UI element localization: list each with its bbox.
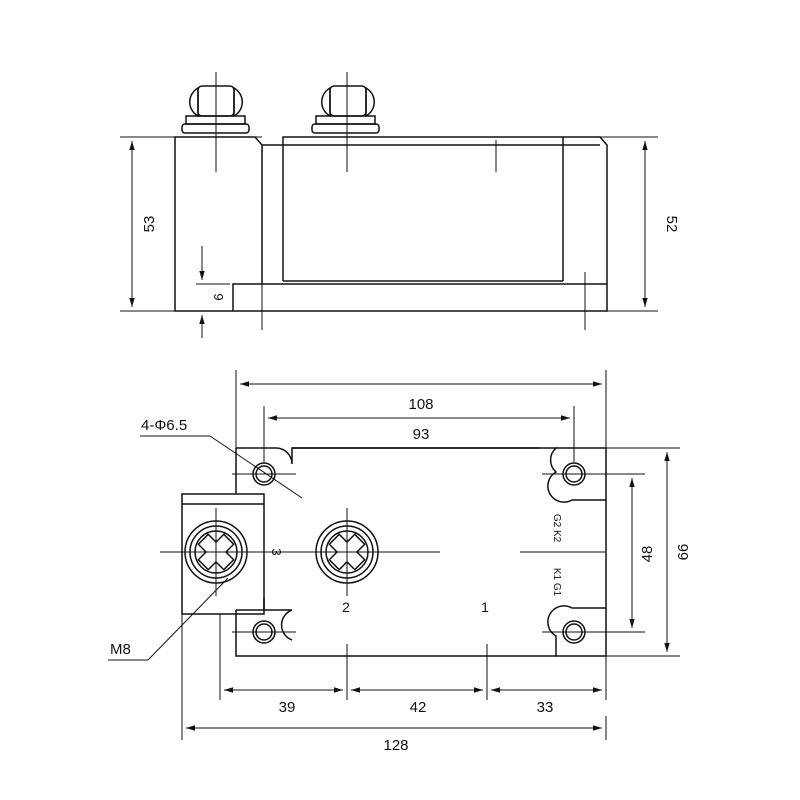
top-housing-outline	[235, 447, 607, 657]
leader-line-thread	[147, 577, 229, 661]
side-terminal-block	[174, 136, 263, 312]
ear-bottom-left	[236, 609, 293, 641]
dim-base-thickness: 9	[211, 293, 226, 300]
dim-terminal-pitch: 42	[410, 699, 427, 716]
callout-terminal-thread: M8	[110, 641, 131, 658]
dim-height-right: 52	[663, 216, 680, 233]
side-housing	[233, 136, 608, 312]
terminal-label-1: 1	[481, 599, 489, 615]
dim-total-length: 128	[383, 737, 408, 754]
dim-hole-pitch-y: 48	[639, 546, 656, 563]
leader-line-holes	[209, 435, 303, 499]
terminal-label-2: 2	[342, 599, 350, 615]
dim-hole-pitch-x: 93	[413, 426, 430, 443]
terminal-label-3: 3	[269, 548, 284, 555]
dim-body-length: 108	[408, 396, 433, 413]
top-view: 108 93 66 48 39 42 33 128 4-Φ6.5 M8 3 2 …	[108, 370, 692, 754]
side-view: 53 52 9	[120, 72, 680, 338]
dim-offset-left: 39	[279, 699, 296, 716]
dim-width: 66	[675, 544, 692, 561]
side-screw-right	[311, 85, 380, 134]
dim-height-left: 53	[141, 216, 158, 233]
gate-label-bottom: K1 G1	[551, 568, 562, 597]
callout-mounting-holes: 4-Φ6.5	[141, 417, 187, 434]
gate-label-top: G2 K2	[551, 514, 562, 543]
terminal-block-3	[181, 493, 265, 615]
dim-offset-right: 33	[537, 699, 554, 716]
